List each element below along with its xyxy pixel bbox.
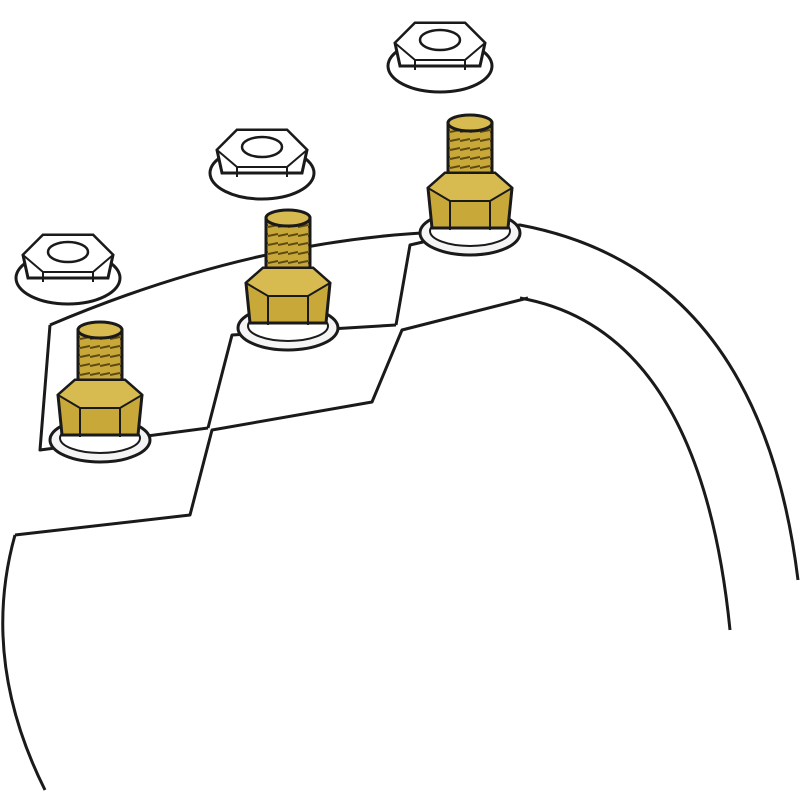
terminal-stud-1	[48, 320, 152, 464]
flange-nut-2	[208, 128, 316, 201]
motor-housing-outline	[1, 223, 800, 791]
housing-left-curve	[1, 534, 47, 791]
terminal-stud-3	[418, 113, 522, 257]
housing-inner-curve	[519, 296, 732, 631]
terminal-stud-2	[236, 208, 340, 352]
flange-nut-1	[14, 233, 122, 306]
flange-nut-3	[386, 21, 494, 94]
housing-outer-curve	[49, 223, 800, 581]
